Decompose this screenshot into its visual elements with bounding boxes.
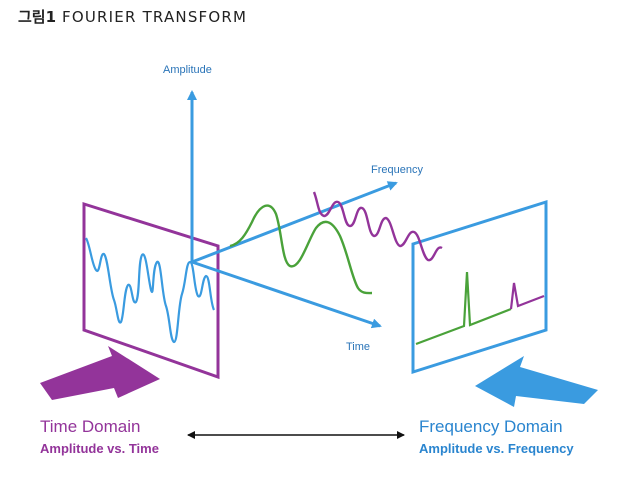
- time-domain-input-arrow: [40, 346, 160, 400]
- time-axis-label: Time: [346, 341, 370, 353]
- frequency-spectrum-green: [415, 271, 512, 346]
- time-domain-title: Time Domain: [40, 417, 140, 436]
- frequency-domain-title: Frequency Domain: [419, 417, 563, 436]
- frequency-axis-label: Frequency: [371, 164, 423, 176]
- time-domain-waveform: [85, 237, 216, 344]
- frequency-domain-subtitle: Amplitude vs. Frequency: [419, 441, 574, 456]
- frequency-axis: [191, 181, 398, 264]
- figure-title: 그림1 FOURIER TRANSFORM: [18, 6, 247, 27]
- purple-component-wave: [312, 191, 443, 262]
- figure-number-label: 그림1: [18, 8, 57, 26]
- amplitude-axis-label: Amplitude: [163, 64, 212, 76]
- time-domain-subtitle: Amplitude vs. Time: [40, 441, 159, 456]
- green-component-wave: [229, 204, 373, 295]
- frequency-domain-output-arrow: [475, 356, 598, 407]
- time-axis: [191, 260, 382, 329]
- figure-title-text: FOURIER TRANSFORM: [62, 8, 248, 26]
- frequency-spectrum-purple: [509, 282, 545, 310]
- frequency-domain-panel: [411, 199, 548, 375]
